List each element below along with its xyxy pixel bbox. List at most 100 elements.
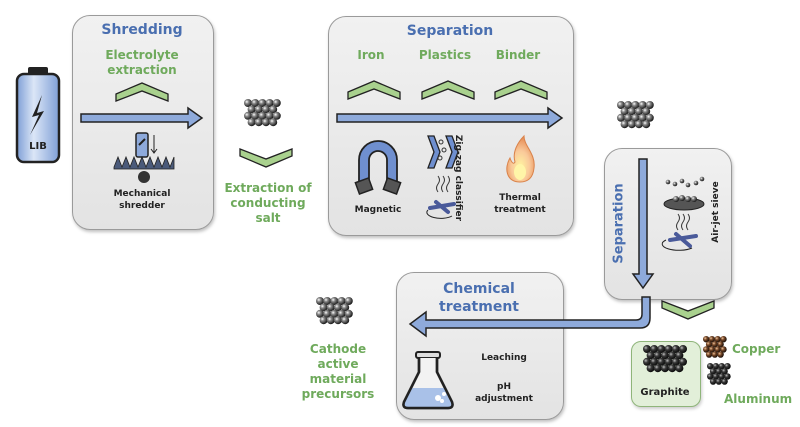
chemical-treatment-title: Chemical treatment	[439, 281, 519, 315]
battery-label: LIB	[29, 141, 47, 152]
particle	[721, 368, 728, 375]
particle	[671, 357, 680, 366]
copper-particles-icon	[703, 336, 727, 358]
particle	[617, 101, 625, 109]
particle	[721, 378, 728, 385]
particle	[711, 351, 719, 358]
particle	[627, 107, 636, 116]
particle	[645, 101, 654, 109]
particle	[717, 341, 724, 348]
particle	[724, 363, 731, 370]
particle	[650, 345, 659, 353]
particle	[247, 105, 256, 114]
particle	[664, 345, 673, 353]
particle	[709, 378, 717, 385]
particle	[251, 99, 260, 107]
particle	[650, 357, 659, 366]
particle	[627, 120, 636, 129]
particle	[258, 111, 267, 120]
particle	[715, 378, 723, 385]
battery-icon	[15, 67, 61, 164]
air-jet-separation-stage	[604, 148, 732, 300]
process-arrow-1	[80, 106, 204, 130]
particle	[718, 373, 725, 380]
up-chevron-icon	[421, 80, 475, 100]
particle	[653, 364, 662, 373]
copper-label: Copper	[732, 342, 781, 356]
particle	[272, 111, 281, 120]
binder-label: Binder	[495, 48, 541, 62]
particle	[244, 111, 252, 120]
particle	[645, 113, 654, 122]
particle	[247, 118, 256, 127]
particle	[323, 309, 332, 318]
particle	[724, 373, 731, 380]
particle	[675, 364, 684, 373]
particle	[718, 363, 725, 370]
shredding-title: Shredding	[101, 22, 183, 38]
zigzag-classifier-label: Zig-zag classifier	[453, 134, 463, 222]
particle	[624, 113, 633, 122]
particle	[316, 309, 324, 318]
process-arrow-2	[336, 106, 564, 130]
conducting-salt-label: Extraction of conducting salt	[224, 181, 312, 225]
particle	[334, 303, 342, 312]
particle	[631, 101, 640, 109]
particle	[708, 346, 716, 353]
particle	[714, 346, 721, 353]
particle	[316, 297, 324, 305]
particle	[703, 336, 710, 343]
electrolyte-extraction-label: Electrolyte extraction	[105, 48, 179, 77]
down-chevron-icon	[239, 148, 293, 168]
particle	[344, 309, 353, 318]
leaching-label: Leaching	[481, 353, 527, 363]
separation2-title: Separation	[611, 183, 627, 264]
up-chevron-icon	[347, 80, 401, 100]
particle	[326, 316, 335, 325]
process-arrow-3	[408, 296, 651, 338]
particle	[254, 118, 263, 127]
particle	[720, 336, 727, 343]
particle	[708, 336, 716, 343]
flame-icon	[506, 134, 535, 183]
particle	[319, 303, 328, 312]
particle	[272, 99, 281, 107]
zigzag-classifier-icon	[426, 135, 459, 219]
particle	[671, 345, 680, 353]
particle	[711, 341, 719, 348]
flask-icon	[402, 351, 454, 410]
cathode-precursors-label: Cathode active material precursors	[301, 342, 375, 401]
particle	[631, 113, 640, 122]
particle	[720, 346, 727, 353]
particle	[646, 364, 655, 373]
particle	[646, 351, 655, 360]
particle	[330, 309, 339, 318]
particle	[707, 373, 714, 380]
particle	[705, 341, 713, 348]
particle	[330, 297, 339, 305]
particle	[244, 99, 252, 107]
particle	[337, 297, 346, 305]
particle	[635, 120, 643, 129]
particle	[638, 113, 647, 122]
particle	[638, 101, 647, 109]
aluminum-label: Aluminum	[724, 392, 793, 406]
graphite-label: Graphite	[640, 387, 690, 398]
ph-adjustment-label: pH adjustment	[475, 382, 533, 404]
separation-stage	[328, 16, 574, 236]
particle	[337, 309, 346, 318]
particle	[617, 113, 625, 122]
particle	[668, 364, 677, 373]
particle	[707, 363, 714, 370]
particle	[262, 105, 270, 114]
particle	[323, 297, 332, 305]
particle	[341, 303, 350, 312]
particle	[668, 351, 677, 360]
particle	[262, 118, 270, 127]
particle	[258, 99, 267, 107]
particle	[334, 316, 342, 325]
particle	[717, 351, 724, 358]
magnetic-label: Magnetic	[354, 205, 402, 215]
particle	[664, 357, 673, 366]
separation-title: Separation	[406, 23, 494, 39]
